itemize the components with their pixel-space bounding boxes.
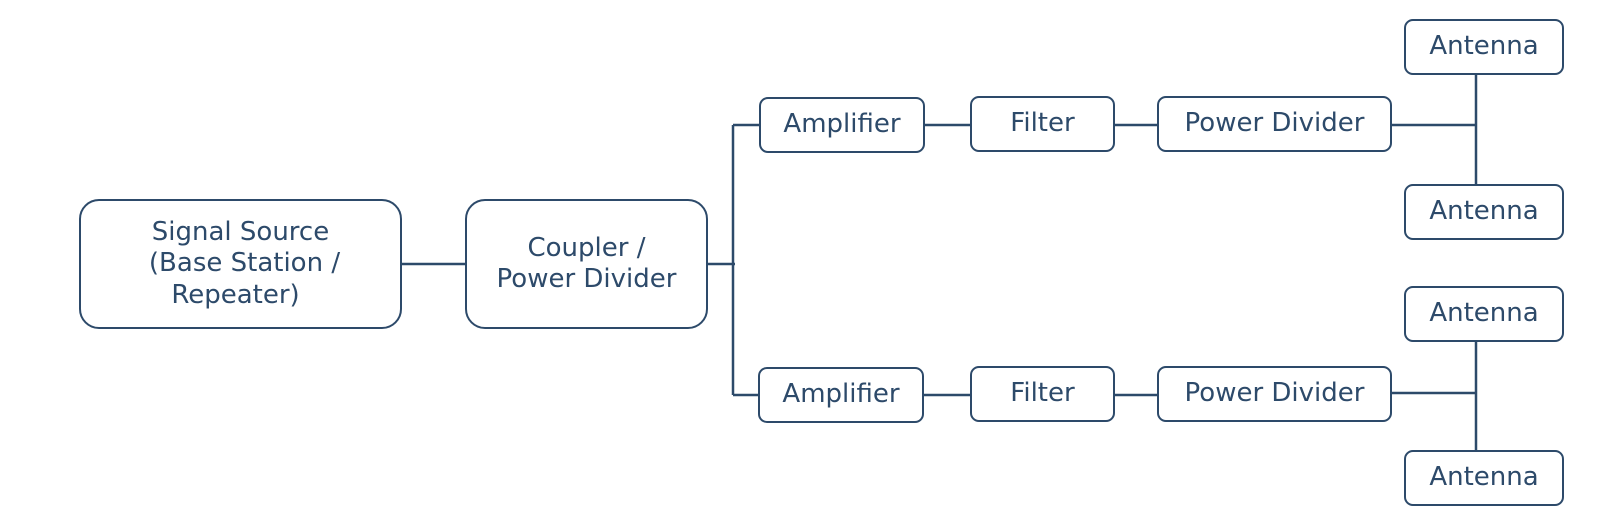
filter-label: Filter bbox=[1010, 378, 1075, 409]
filter-label: Filter bbox=[1010, 108, 1075, 139]
coupler-line1: Coupler / bbox=[527, 232, 646, 263]
power-divider-box-bottom: Power Divider bbox=[1157, 366, 1392, 422]
power-divider-label: Power Divider bbox=[1184, 378, 1365, 409]
antenna-label: Antenna bbox=[1429, 196, 1539, 227]
signal-source-line2: (Base Station / bbox=[148, 248, 341, 279]
antenna-label: Antenna bbox=[1429, 462, 1539, 493]
coupler-box: Coupler / Power Divider bbox=[465, 199, 708, 329]
filter-box-bottom: Filter bbox=[970, 366, 1115, 422]
filter-box-top: Filter bbox=[970, 96, 1115, 152]
power-divider-label: Power Divider bbox=[1184, 108, 1365, 139]
antenna-box-bottom-upper: Antenna bbox=[1404, 286, 1564, 342]
amplifier-box-bottom: Amplifier bbox=[758, 367, 924, 423]
power-divider-box-top: Power Divider bbox=[1157, 96, 1392, 152]
amplifier-box-top: Amplifier bbox=[759, 97, 925, 153]
coupler-line2: Power Divider bbox=[496, 264, 677, 294]
antenna-box-bottom-lower: Antenna bbox=[1404, 450, 1564, 506]
antenna-label: Antenna bbox=[1429, 31, 1539, 62]
amplifier-label: Amplifier bbox=[783, 109, 901, 140]
signal-source-line1: Signal Source bbox=[151, 217, 330, 248]
signal-source-box: Signal Source (Base Station / Repeater) bbox=[79, 199, 402, 329]
antenna-box-top-upper: Antenna bbox=[1404, 19, 1564, 75]
amplifier-label: Amplifier bbox=[782, 379, 900, 410]
signal-source-line3: Repeater) bbox=[171, 279, 300, 310]
antenna-label: Antenna bbox=[1429, 298, 1539, 329]
antenna-box-top-lower: Antenna bbox=[1404, 184, 1564, 240]
